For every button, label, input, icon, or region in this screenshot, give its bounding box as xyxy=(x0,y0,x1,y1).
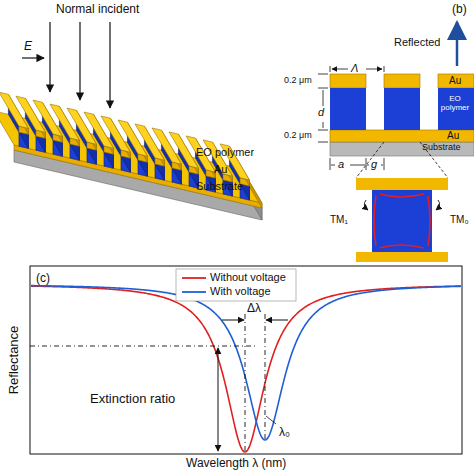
grating-3d xyxy=(0,92,262,220)
label: Reflectance xyxy=(7,326,21,395)
label: 0.2 μm xyxy=(284,76,312,86)
legend-text: Without voltage xyxy=(210,271,286,283)
label: Reflected xyxy=(394,36,440,48)
legend-sample xyxy=(182,277,206,279)
reflectance-plot xyxy=(30,266,462,454)
label: d xyxy=(318,106,324,118)
label: λ₀ xyxy=(279,426,290,439)
label: TM₀ xyxy=(450,214,469,225)
label: E xyxy=(24,40,32,53)
label: (c) xyxy=(36,272,50,285)
label: Δλ xyxy=(247,302,261,315)
label: Au xyxy=(449,75,461,86)
label: EO polymer xyxy=(196,146,254,158)
label: Wavelength λ (nm) xyxy=(186,457,286,470)
label: Substrate xyxy=(196,180,243,192)
label: EO polymer xyxy=(439,95,471,113)
label: TM₁ xyxy=(330,214,348,225)
label: (b) xyxy=(452,3,467,16)
label: Au xyxy=(447,130,459,141)
legend-text: With voltage xyxy=(210,285,271,297)
label: Au xyxy=(214,163,227,175)
label: a xyxy=(338,158,344,170)
label: Extinction ratio xyxy=(90,392,175,406)
label: 0.2 μm xyxy=(284,131,312,141)
incident-arrows xyxy=(22,22,110,108)
legend-sample xyxy=(182,291,206,293)
label: Λ xyxy=(351,62,358,74)
label: g xyxy=(371,158,377,170)
label: Normal incident xyxy=(56,3,139,16)
cross-section xyxy=(318,22,474,262)
label: Substrate xyxy=(422,143,461,153)
